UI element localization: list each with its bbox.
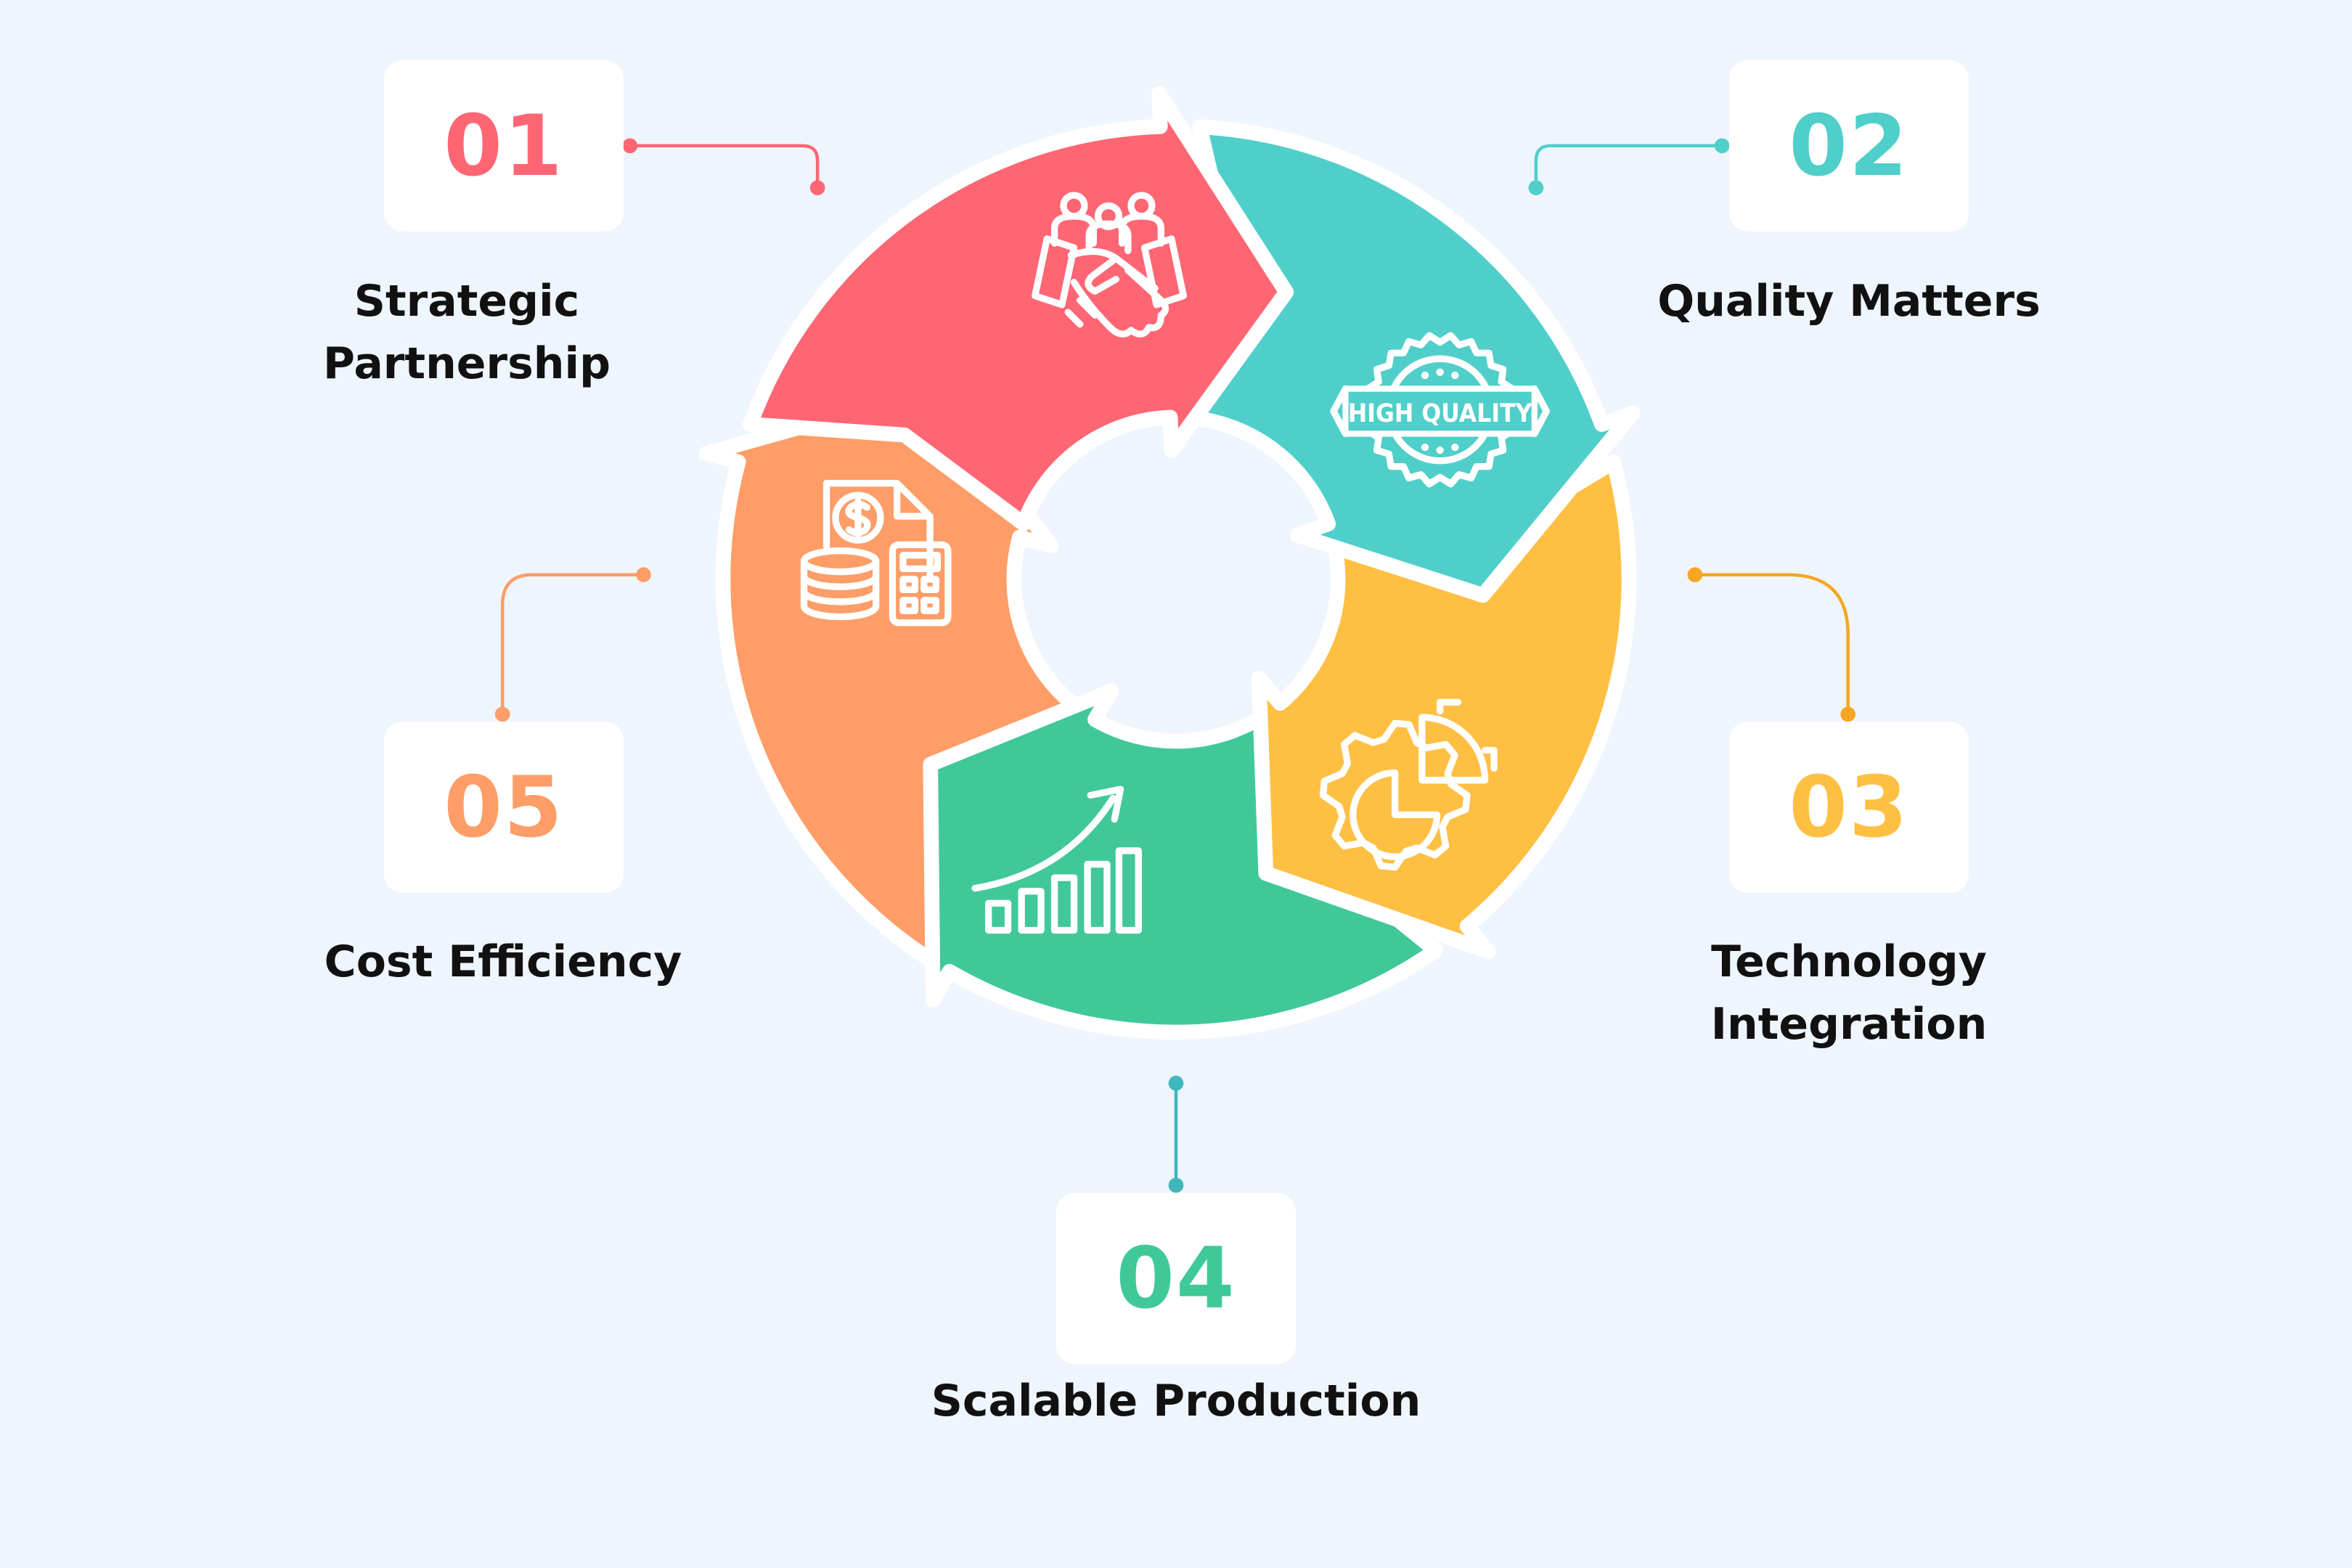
connector-03 [1687, 567, 1856, 722]
connector-05 [494, 567, 651, 722]
step-05-number-card: 05 [384, 722, 624, 893]
segment-03 [1251, 454, 1637, 960]
segment-05 [698, 382, 1103, 979]
step-04-number-card: 04 [1056, 1193, 1296, 1364]
connector-02 [1528, 138, 1730, 195]
step-02-title: Quality Matters [1657, 276, 2041, 327]
handshake-team-icon [1032, 192, 1187, 338]
step-02-number-card: 02 [1729, 60, 1969, 232]
step-05-title: Cost Efficiency [324, 936, 682, 987]
connector-04 [1168, 1075, 1184, 1193]
finance-calculator-icon [800, 480, 952, 626]
step-03-number-card: 03 [1729, 722, 1969, 893]
step-05-number: 05 [444, 758, 564, 857]
step-04-title: Scalable Production [931, 1376, 1421, 1426]
step-01-number-card: 01 [384, 60, 624, 232]
segment-02 [1177, 119, 1641, 603]
growth-chart-icon [971, 785, 1142, 934]
high-quality-badge-icon: HIGH QUALITY [1330, 332, 1551, 488]
connector-01 [622, 138, 825, 195]
step-02-number: 02 [1789, 97, 1909, 195]
step-04-number: 04 [1116, 1229, 1236, 1328]
gears-chart-icon [1319, 698, 1498, 871]
step-01-number: 01 [444, 97, 564, 195]
step-03-number: 03 [1789, 758, 1909, 857]
segment-04 [923, 683, 1444, 1040]
badge-text: HIGH QUALITY [1348, 399, 1533, 428]
